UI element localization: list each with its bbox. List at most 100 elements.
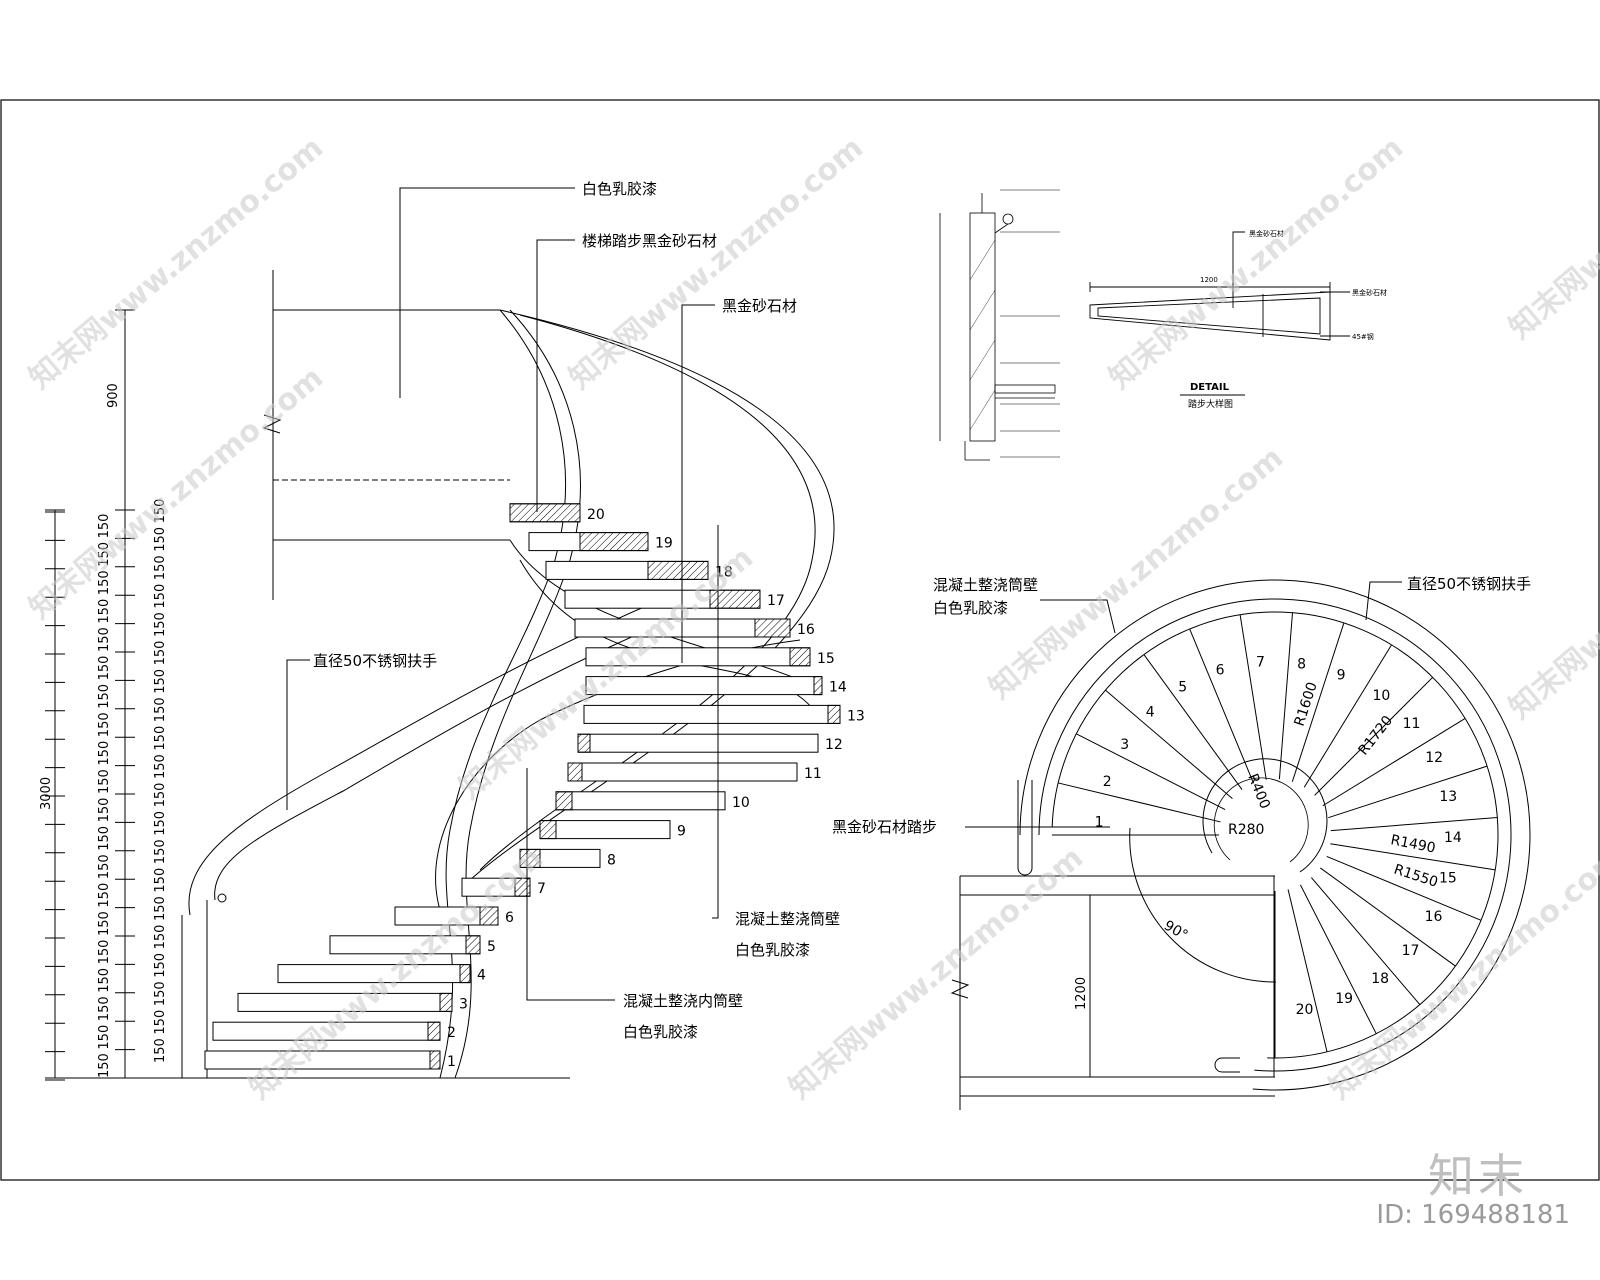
riser-dim-left-19: 150 (97, 542, 112, 567)
riser-dim-left-2: 150 (97, 1025, 112, 1050)
plan-step-7: 7 (1256, 654, 1265, 670)
step-number-6: 6 (505, 910, 514, 926)
plan-step-17: 17 (1402, 943, 1420, 959)
riser-dim-left-1: 150 (97, 1053, 112, 1078)
step-number-11: 11 (804, 766, 822, 782)
tread-11 (567, 762, 798, 782)
plan-tread-line-18 (1299, 884, 1377, 1034)
riser-dim-left-16: 150 (97, 627, 112, 652)
riser-dim-left-17: 150 (97, 599, 112, 624)
tread-hatch-17 (709, 589, 761, 609)
plan-step-11: 11 (1403, 716, 1421, 732)
radius-r1600: R1600 (1292, 680, 1321, 728)
riser-dim-right-17: 150 (153, 584, 168, 609)
riser-dim-labels: 150 150 150 150 150 150 150 150 150 150 150 150 150 1… (97, 499, 168, 1078)
plan-label-wall-2: 白色乳胶漆 (933, 599, 1008, 617)
tread-13 (583, 704, 841, 724)
step-number-8: 8 (607, 852, 616, 868)
riser-dim-right-19: 150 (153, 527, 168, 552)
riser-dim-left-20: 150 (97, 514, 112, 539)
tread-10 (555, 791, 726, 811)
plan-step-19: 19 (1335, 991, 1353, 1007)
plan-step-15: 15 (1439, 871, 1457, 887)
plan-tread-line-9 (1303, 644, 1392, 788)
step-number-12: 12 (825, 737, 843, 753)
label-black-gold-stone: 黑金砂石材 (722, 297, 797, 315)
plan-tread-line-5 (1189, 628, 1255, 784)
plan-step-20: 20 (1296, 1002, 1314, 1018)
step-number-16: 16 (797, 622, 815, 638)
step-number-5: 5 (487, 939, 496, 955)
watermark-5: 知末网www.znzmo.com (983, 440, 1290, 706)
plan-step-4: 4 (1146, 705, 1155, 721)
riser-dim-right-12: 150 (153, 726, 168, 751)
step-number-2: 2 (447, 1025, 456, 1041)
riser-dim-right-6: 150 (153, 896, 168, 921)
plan-tread-line-8 (1291, 622, 1345, 782)
detail-length: 1200 (1200, 276, 1218, 284)
tread-hatch-3 (439, 992, 453, 1012)
wall-section-detail (939, 189, 1060, 461)
watermark-3: 知末网www.znzmo.com (23, 360, 330, 626)
plan-angle: 90° (1161, 918, 1191, 944)
plan-step-16: 16 (1425, 909, 1443, 925)
plan-tread-line-15 (1326, 855, 1482, 921)
plan-landing-dim: 1200 (1074, 977, 1089, 1010)
tread-hatch-4 (459, 964, 471, 984)
riser-dim-right-18: 150 (153, 555, 168, 580)
step-number-7: 7 (537, 881, 546, 897)
plan-step-10: 10 (1372, 688, 1390, 704)
plan-tread-line-14 (1330, 843, 1496, 871)
riser-dim-left-10: 150 (97, 798, 112, 823)
elevation-leaders (286, 187, 719, 1001)
riser-dim-left-9: 150 (97, 826, 112, 851)
riser-dim-left-18: 150 (97, 570, 112, 595)
step-number-3: 3 (459, 996, 468, 1012)
plan-tread-line-2 (1076, 733, 1226, 811)
plan-inner-arc (1051, 611, 1499, 1059)
plan-step-6: 6 (1216, 662, 1225, 678)
tread-hatch-8 (519, 848, 541, 868)
tread-12 (577, 733, 819, 753)
plan-step-2: 2 (1103, 774, 1112, 790)
label-stair-tread-stone: 楼梯踏步黑金砂石材 (582, 232, 717, 250)
riser-dim-right-13: 150 (153, 697, 168, 722)
tread-hatch-18 (647, 560, 709, 580)
tread-hatch-10 (555, 791, 573, 811)
tread-hatch-2 (427, 1021, 441, 1041)
watermark-10: 知末网www.znzmo.com (1503, 80, 1600, 346)
plan-tread-line-1 (1058, 782, 1221, 823)
plan-step-18: 18 (1371, 971, 1389, 987)
plan-tread-line-4 (1143, 654, 1243, 790)
label-inner-wall-2: 白色乳胶漆 (623, 1023, 698, 1041)
total-height-dim: 3000 (39, 777, 54, 810)
riser-dim-right-3: 150 (153, 981, 168, 1006)
step-number-4: 4 (477, 968, 486, 984)
elevation-treads (204, 503, 841, 1070)
plan-tread-line-16 (1320, 867, 1456, 967)
plan-handrail-end-bottom (1214, 1057, 1240, 1073)
riser-dim-right-11: 150 (153, 754, 168, 779)
label-inner-wall-1: 混凝土整浇内筒壁 (623, 992, 743, 1010)
plan-tread-line-3 (1105, 689, 1233, 800)
step-number-14: 14 (829, 680, 847, 696)
tread-hatch-15 (789, 647, 811, 667)
label-white-latex-paint: 白色乳胶漆 (582, 180, 657, 198)
plan-tread-line-10 (1314, 676, 1434, 796)
elevation-dimensions (45, 309, 135, 1081)
plan-tread-line-19 (1287, 889, 1328, 1052)
tread-hatch-12 (577, 733, 591, 753)
plan-handrail-arc (1038, 598, 1512, 1072)
plan-step-12: 12 (1425, 750, 1443, 766)
step-number-20: 20 (587, 507, 605, 523)
watermark-0: 知末网www.znzmo.com (23, 130, 330, 396)
detail-title: DETAIL (1190, 382, 1230, 393)
plan-step-8: 8 (1297, 656, 1306, 672)
plan-step-1: 1 (1095, 815, 1104, 831)
riser-dim-right-20: 150 (153, 499, 168, 524)
riser-dim-right-7: 150 (153, 868, 168, 893)
plan-step-3: 3 (1120, 737, 1129, 753)
